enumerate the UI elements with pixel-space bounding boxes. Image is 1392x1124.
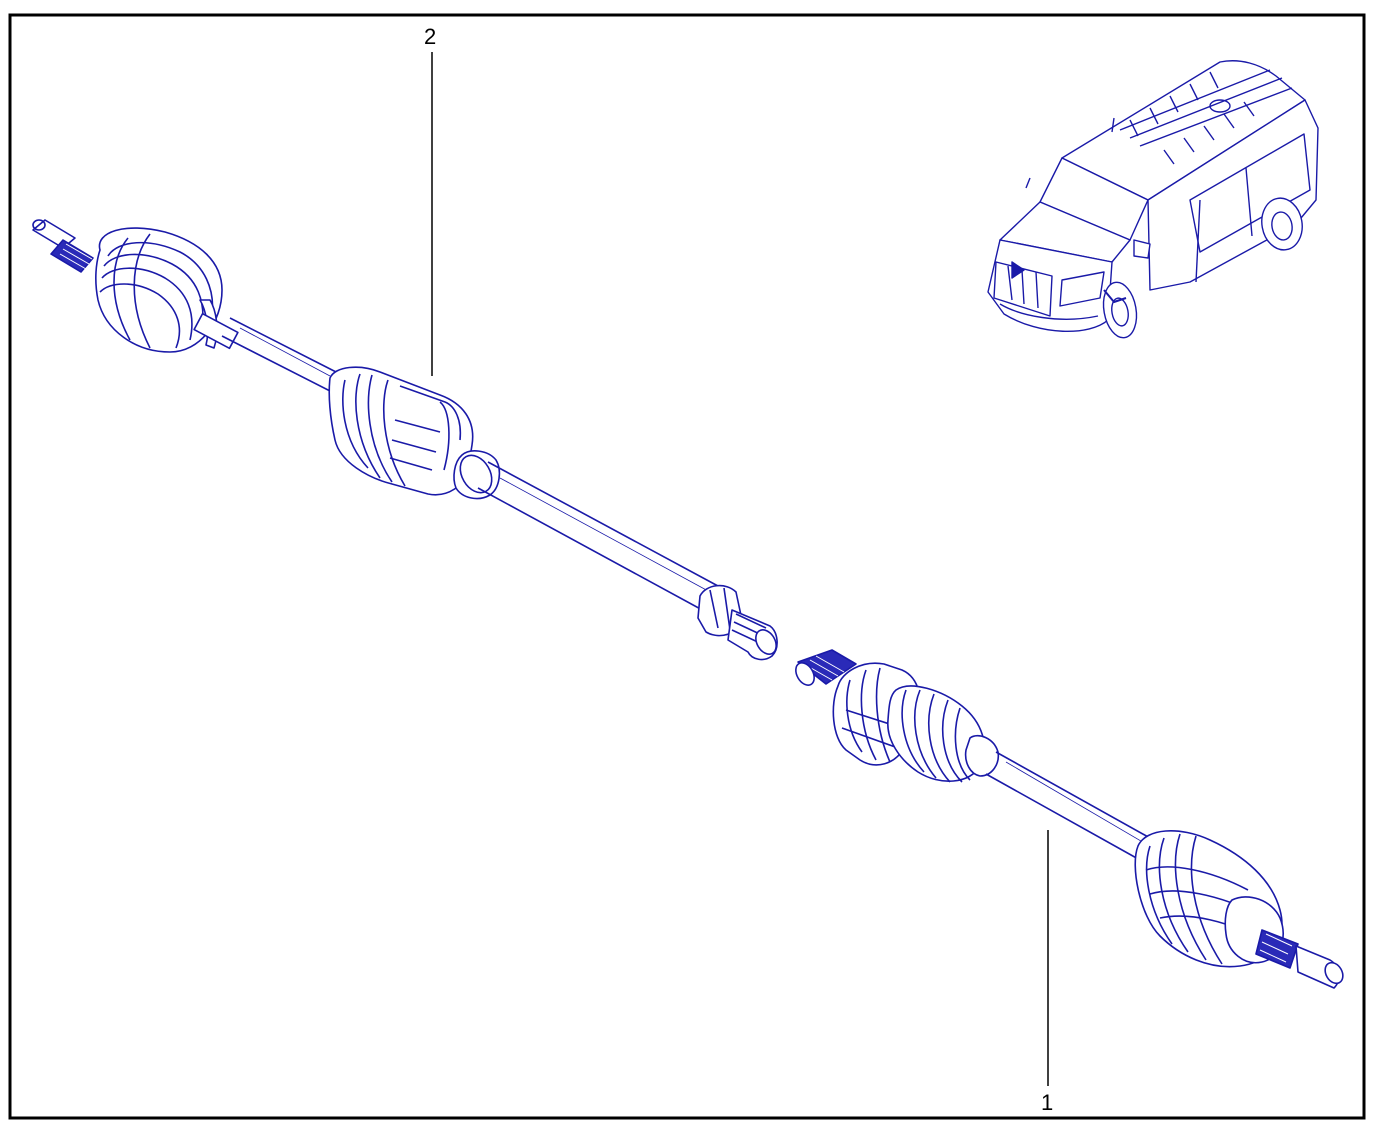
- driveshaft-left-icon[interactable]: [32, 219, 780, 661]
- driveshaft-right-icon[interactable]: [792, 649, 1346, 989]
- callout-1-label: 1: [1041, 1090, 1053, 1115]
- diagram-border: [8, 13, 1366, 1120]
- callout-1: 1: [1041, 830, 1053, 1115]
- callout-2-label: 2: [424, 24, 436, 49]
- callout-2: 2: [424, 24, 436, 376]
- van-thumbnail-icon: [987, 60, 1319, 339]
